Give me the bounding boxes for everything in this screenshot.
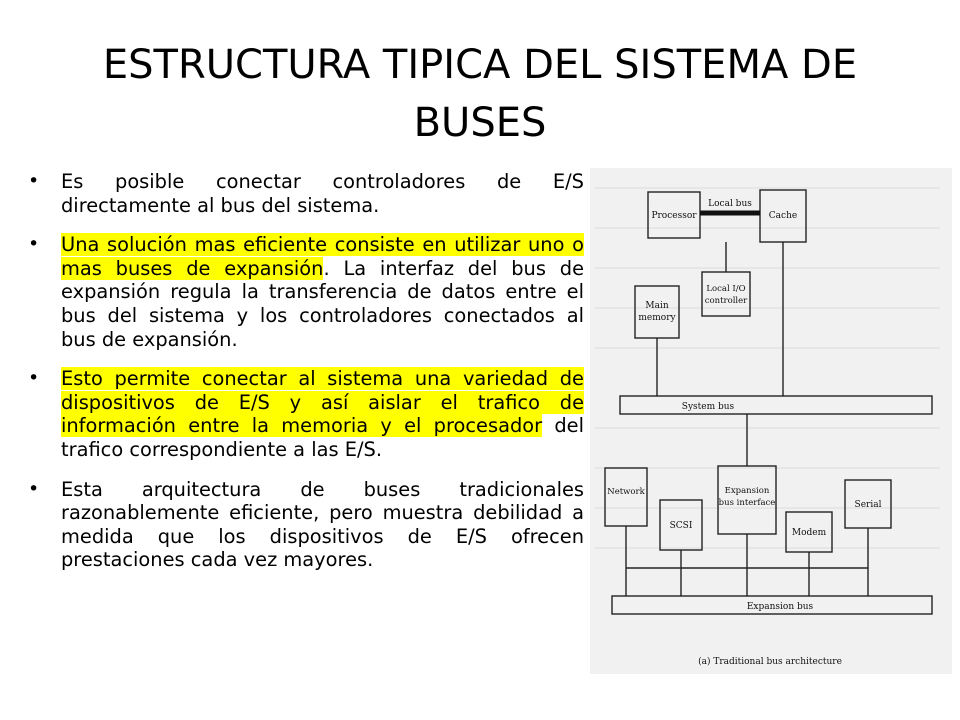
bullet-text: Esta arquitectura de buses tradicionales… [61, 477, 584, 572]
local-io-box [701, 271, 751, 317]
bullet-dot-icon: • [28, 233, 40, 256]
bullet-item: • Esto permite conectar al sistema una v… [28, 367, 584, 461]
expansion-interface-label-line1: Expansion [725, 486, 770, 496]
bullet-text: . La interfaz del bus de expansión regul… [61, 256, 584, 351]
bullet-dot-icon: • [28, 170, 40, 192]
bullet-dot-icon: • [28, 367, 40, 390]
system-bus-label: System bus [682, 402, 735, 412]
diagram-caption: (a) Traditional bus architecture [698, 656, 842, 667]
expansion-bus-label: Expansion bus [747, 602, 814, 612]
bullet-item: • Esta arquitectura de buses tradicional… [28, 478, 584, 572]
serial-label: Serial [855, 500, 882, 510]
bullet-item: • Es posible conectar controladores de E… [28, 170, 584, 217]
bullet-list: • Es posible conectar controladores de E… [28, 170, 584, 588]
network-box [604, 467, 648, 527]
bullet-dot-icon: • [28, 477, 40, 500]
highlighted-text: Esto permite conectar al sistema una var… [61, 367, 584, 438]
bullet-item: • Una solución mas eficiente consiste en… [28, 233, 584, 351]
bullet-text: del trafico correspondiente a las E/S. [61, 414, 584, 461]
main-memory-label-line1: Main [645, 301, 668, 311]
local-io-label-line1: Local I/O [706, 284, 745, 294]
expansion-interface-label-line2: bus interface [719, 498, 776, 508]
scsi-label: SCSI [670, 521, 693, 531]
cache-label: Cache [769, 211, 797, 221]
main-memory-box [634, 285, 680, 339]
main-memory-label-line2: memory [638, 313, 676, 323]
local-bus-label: Local bus [708, 199, 752, 209]
slide-title: ESTRUCTURA TIPICA DEL SISTEMA DE BUSES [102, 42, 858, 146]
local-io-label-line2: controller [705, 296, 748, 306]
bullet-text: Es posible conectar controladores de E/S… [61, 170, 584, 217]
system-bus-bar [619, 395, 933, 415]
processor-label: Processor [651, 211, 697, 221]
diagram-svg: Processor Local bus Cache Local I/O cont… [595, 187, 940, 667]
modem-label: Modem [792, 528, 827, 538]
bus-architecture-diagram: Processor Local bus Cache Local I/O cont… [590, 168, 952, 674]
expansion-bus-bar [611, 595, 933, 615]
network-label: Network [607, 487, 645, 497]
